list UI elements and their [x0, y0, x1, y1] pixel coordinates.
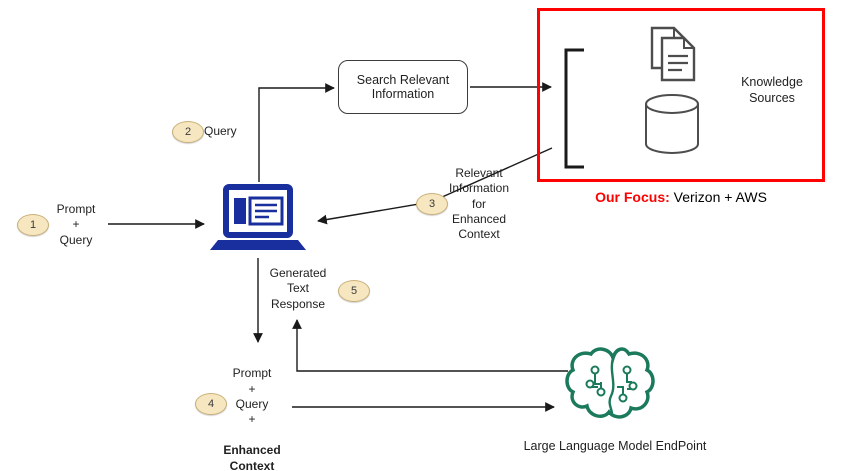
- prompt-query-enhanced-context-block: Prompt + Query + Enhanced Context: [216, 351, 288, 471]
- arrow-llm-to-response: [292, 319, 568, 372]
- focus-caption-rest: Verizon + AWS: [669, 189, 767, 205]
- knowledge-sources-label: Knowledge Sources: [741, 75, 803, 105]
- relevant-information-label: Relevant Information for Enhanced Contex…: [448, 166, 510, 242]
- generated-text-response-label: Generated Text Response: [269, 266, 327, 311]
- brain-circuit-icon: [565, 347, 655, 419]
- step-badge-2: 2: [172, 121, 204, 143]
- focus-caption-highlight: Our Focus:: [595, 189, 670, 205]
- laptop-icon: [210, 184, 306, 250]
- query-label: Query: [204, 124, 237, 138]
- arrow-app-to-search: [258, 83, 335, 182]
- prompt-query-label: Prompt + Query: [56, 202, 96, 247]
- search-relevant-information-node: Search Relevant Information: [338, 60, 468, 114]
- step-badge-5: 5: [338, 280, 370, 302]
- focus-highlight-box: [537, 8, 825, 182]
- prompt-query-plain-lines: Prompt + Query +: [232, 366, 272, 427]
- database-cylinder-icon: [645, 94, 699, 154]
- step-badge-4: 4: [195, 393, 227, 415]
- focus-caption: Our Focus: Verizon + AWS: [537, 189, 825, 205]
- enhanced-context-bold-lines: Enhanced Context: [223, 443, 281, 471]
- step-badge-1: 1: [17, 214, 49, 236]
- step-badge-3: 3: [416, 193, 448, 215]
- documents-icon: [650, 26, 696, 82]
- llm-endpoint-label: Large Language Model EndPoint: [523, 439, 707, 453]
